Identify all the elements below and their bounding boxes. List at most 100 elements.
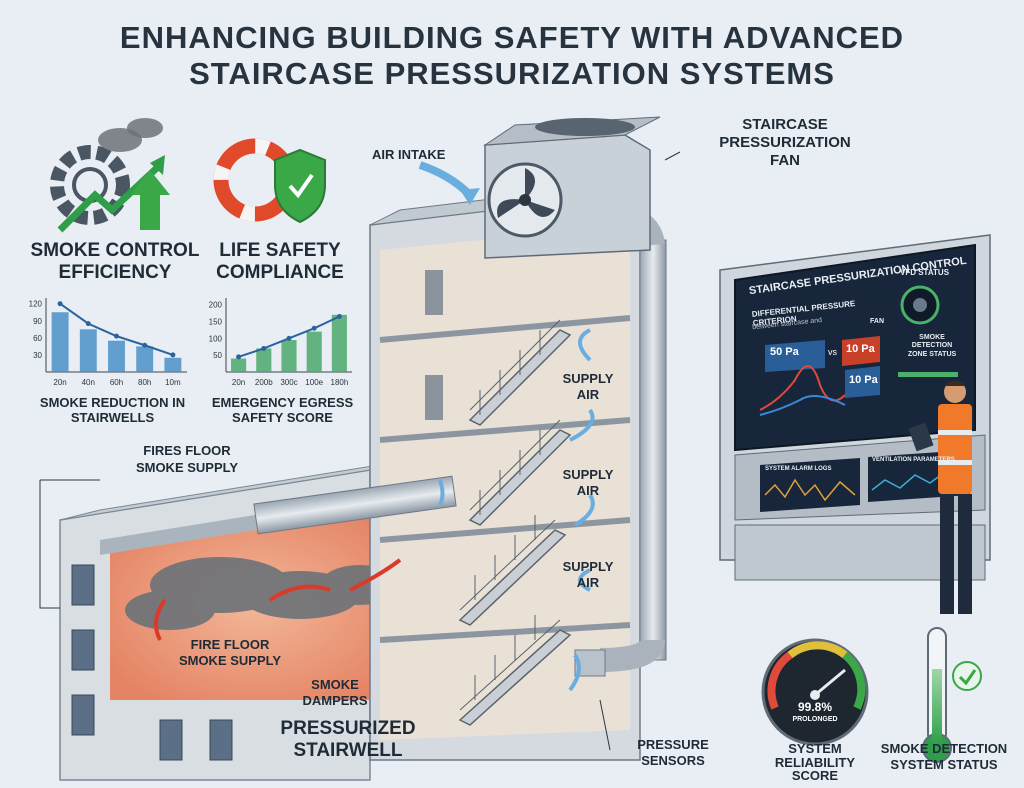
y-tick-label: 50: [213, 351, 222, 360]
fire-floor-label-2: SMOKE SUPPLY: [178, 653, 282, 668]
pressurization-fan-unit: [483, 116, 661, 259]
fires-floor-label-2: SMOKE SUPPLY: [135, 460, 239, 475]
bar: [331, 314, 347, 372]
panel-value-c: 10 Pa: [849, 374, 878, 386]
panel-fan-label: FAN: [870, 318, 884, 325]
stairs: [458, 329, 572, 726]
fire-floor-label-1: FIRE FLOOR: [190, 637, 270, 652]
thermo-label-1: SMOKE DETECTION: [880, 741, 1008, 756]
trend-point: [286, 335, 292, 341]
trend-point: [114, 333, 119, 339]
bar: [79, 329, 97, 372]
gauge-sub: PROLONGED: [792, 716, 838, 723]
panel-ventilation: VENTILATION PARAMETERS: [872, 457, 955, 463]
x-tick-label: 180h: [331, 378, 349, 387]
x-tick-label: 20n: [232, 378, 245, 387]
bar: [164, 357, 182, 372]
pressure-sensors-label-1: PRESSURE: [637, 737, 709, 752]
x-tick-label: 100e: [305, 378, 323, 387]
gauge-label-1: SYSTEM: [788, 741, 842, 756]
life-safety-label-1: LIFE SAFETY: [219, 240, 341, 261]
alarm-log-screen: [760, 458, 860, 512]
bar: [281, 340, 297, 372]
panel-smoke-zone-1: SMOKE: [919, 334, 945, 341]
x-tick-label: 10m: [165, 378, 181, 387]
supply-air-label-2b: AIR: [576, 483, 600, 498]
trend-point: [170, 352, 176, 358]
gauge-label-2: RELIABILITY: [774, 754, 856, 770]
gauge-label-3: SCORE: [791, 768, 839, 784]
fan-label-2: PRESSURIZATION: [719, 134, 851, 151]
y-tick-label: 200: [209, 301, 223, 310]
gauge-label: SYSTEM RELIABILITY SCORE: [760, 742, 870, 783]
y-tick-label: 120: [29, 300, 43, 309]
trend-point: [85, 321, 91, 327]
trend-point: [311, 325, 317, 331]
title-line-2: STAIRCASE PRESSURIZATION SYSTEMS: [189, 56, 835, 91]
x-tick-label: 20n: [53, 378, 66, 387]
x-tick-label: 60h: [110, 378, 123, 387]
air-intake-label: AIR INTAKE: [372, 147, 446, 162]
horizontal-duct: [253, 475, 457, 535]
trend-point: [261, 345, 267, 351]
supply-air-label-1a: SUPPLY: [562, 371, 614, 386]
fan-label-1: STAIRCASE: [742, 116, 828, 133]
technician-figure: [908, 380, 972, 614]
lifebuoy-shield-icon: [213, 138, 326, 224]
supply-air-label-2a: SUPPLY: [562, 467, 614, 482]
smoke-control-label-1: SMOKE CONTROL: [30, 240, 200, 261]
egress-safety-title: EMERGENCY EGRESS SAFETY SCORE: [211, 395, 354, 425]
thermometer: [922, 627, 952, 763]
reliability-gauge: [761, 638, 869, 746]
stairwell-label-1: PRESSURIZED: [280, 718, 416, 739]
panel-vs: vs: [828, 347, 837, 357]
y-tick-label: 60: [33, 334, 42, 343]
supply-air-label-3a: SUPPLY: [562, 559, 614, 574]
y-tick-label: 150: [209, 318, 223, 327]
fires-floor-label-1: FIRES FLOOR: [143, 443, 231, 458]
pressure-sensors-label-2: SENSORS: [641, 753, 705, 768]
life-safety-label-2: COMPLIANCE: [216, 262, 344, 283]
thermo-label-2: SYSTEM STATUS: [890, 757, 998, 772]
bar: [231, 358, 247, 372]
x-tick-label: 300c: [280, 378, 297, 387]
title-line-1: ENHANCING BUILDING SAFETY WITH ADVANCED: [119, 20, 905, 55]
panel-alarm-logs: SYSTEM ALARM LOGS: [765, 466, 832, 472]
bar: [51, 312, 69, 372]
smoke-control-label-2: EFFICIENCY: [58, 262, 172, 283]
smoke-dampers-label-2: DAMPERS: [302, 693, 368, 708]
panel-smoke-zone-2: DETECTION: [911, 342, 953, 350]
y-tick-label: 30: [33, 351, 42, 360]
y-tick-label: 100: [209, 334, 223, 343]
smoke-dampers-label-1: SMOKE: [311, 677, 359, 692]
stairwell-label-2: STAIRWELL: [293, 740, 403, 761]
x-tick-label: 80h: [138, 378, 151, 387]
supply-air-label-1b: AIR: [576, 387, 600, 402]
panel-value-a: 50 Pa: [770, 346, 799, 358]
trend-point: [57, 301, 63, 307]
panel-smoke-zone-3: ZONE STATUS: [907, 350, 957, 358]
bar: [108, 340, 125, 372]
bar: [306, 331, 322, 372]
gauge-value: 99.8%: [797, 700, 833, 714]
trend-point: [236, 354, 242, 360]
fan-label-3: FAN: [770, 152, 800, 169]
y-tick-label: 90: [33, 317, 42, 326]
trend-point: [336, 314, 342, 319]
x-tick-label: 200b: [255, 378, 273, 387]
vertical-duct: [639, 239, 667, 661]
bar: [136, 346, 154, 372]
panel-vfd-status: VFD STATUS: [900, 268, 950, 277]
gear-trend-icon: [50, 118, 170, 233]
check-icon: [952, 661, 982, 691]
trend-point: [142, 342, 148, 348]
panel-smoke-zone: SMOKE DETECTION ZONE STATUS: [902, 334, 962, 359]
control-screen: [734, 243, 976, 452]
egress-safety-chart: 200 150 100 50 20n 200b 300c 100e 180h: [209, 298, 352, 387]
supply-air-label-3b: AIR: [576, 575, 600, 590]
smoke-reduction-title: SMOKE REDUCTION IN STAIRWELLS: [39, 395, 186, 425]
panel-value-b: 10 Pa: [846, 343, 875, 355]
adjacent-building: [59, 459, 411, 781]
